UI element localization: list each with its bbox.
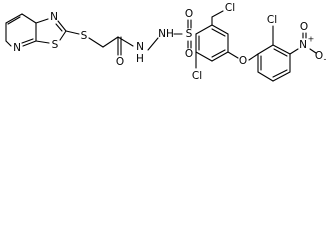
atom-chloro-lower: Cl bbox=[192, 70, 202, 82]
atom-ether-o: O bbox=[239, 55, 247, 67]
atom-nitro-plus: + bbox=[308, 35, 315, 44]
atom-sulfonyl-s: S bbox=[186, 28, 193, 40]
atom-nitro-minus: - bbox=[324, 55, 327, 64]
atom-sulfonyl-o-bottom: O bbox=[185, 48, 193, 60]
atom-labels: N S N S O N H N H S O O Cl Cl O Cl N + O… bbox=[13, 2, 326, 82]
atom-carbonyl-o: O bbox=[116, 56, 124, 68]
atom-nitro-o-top: O bbox=[300, 21, 308, 33]
atom-sulfonyl-o-top: O bbox=[185, 8, 193, 20]
atom-chloro-right: Cl bbox=[267, 14, 277, 26]
chemical-structure: N S N S O N H N H S O O Cl Cl O Cl N + O… bbox=[5, 2, 327, 82]
atom-hydrazide-h1: H bbox=[136, 53, 144, 65]
bond-lines bbox=[5, 10, 317, 82]
atom-nitro-n: N bbox=[299, 39, 307, 51]
atom-thioether-s: S bbox=[81, 30, 88, 42]
atom-thiazole-s: S bbox=[52, 39, 59, 51]
atom-hydrazide-n2: N bbox=[158, 28, 166, 40]
atom-pyridine-n: N bbox=[13, 42, 21, 54]
atom-chloro-upper: Cl bbox=[225, 2, 235, 14]
atom-hydrazide-n1: N bbox=[136, 41, 144, 53]
atom-hydrazide-h2: H bbox=[166, 28, 174, 40]
atom-nitro-o-bottom: O bbox=[315, 50, 323, 62]
atom-thiazole-n: N bbox=[50, 11, 58, 23]
